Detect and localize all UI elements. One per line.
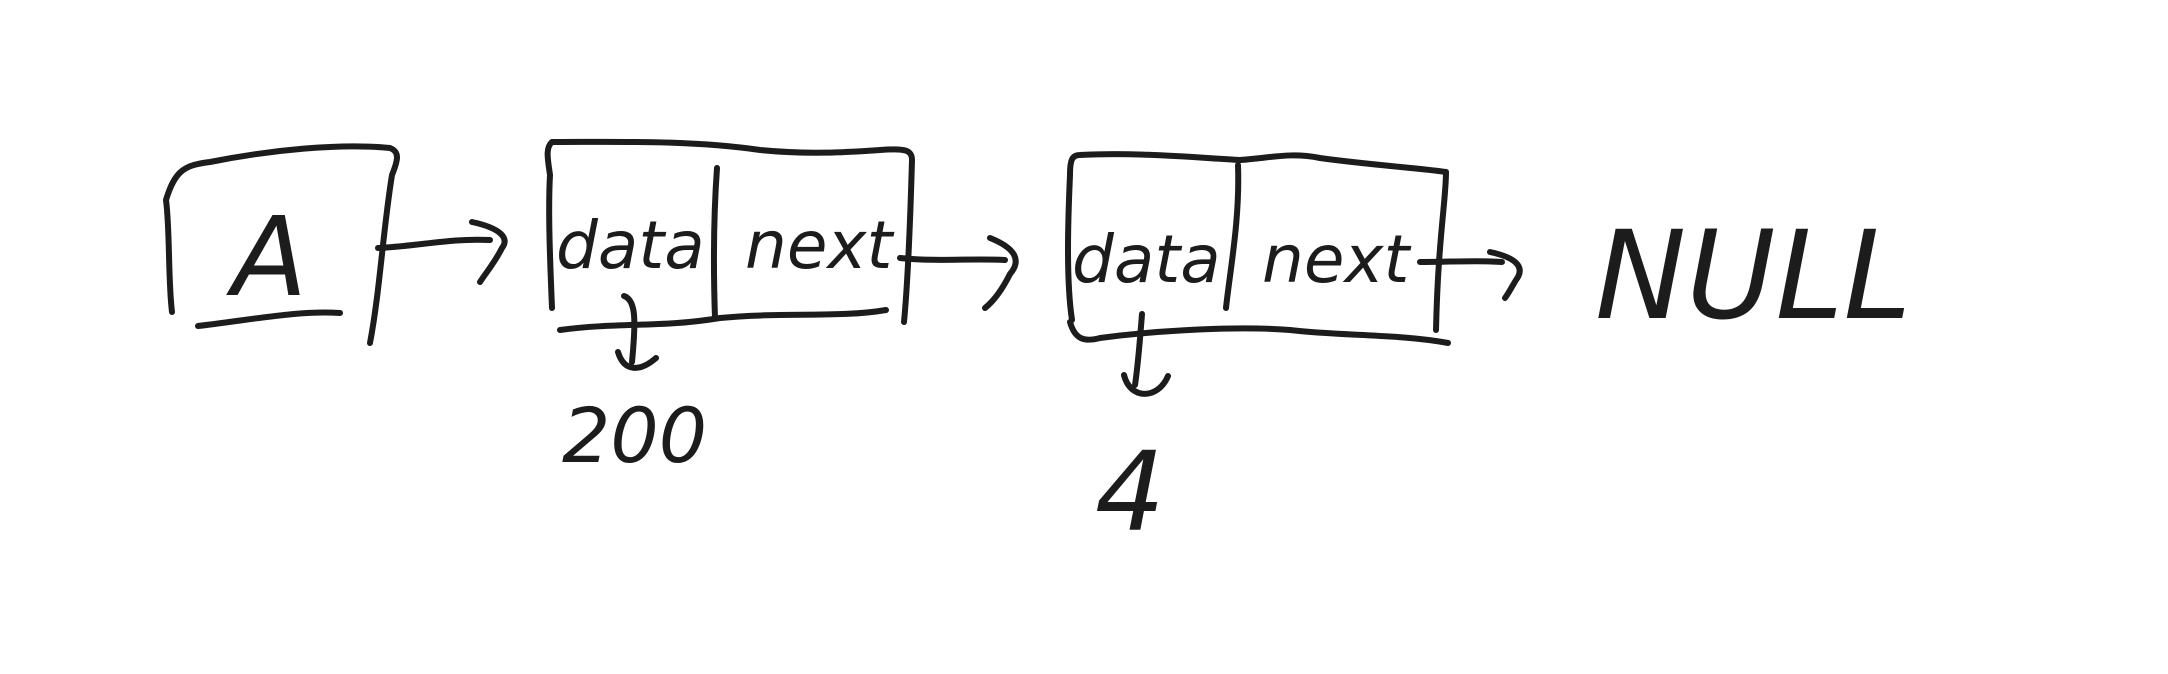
- node-1-data-label: data: [556, 207, 705, 284]
- null-terminal: NULL: [1595, 205, 1912, 347]
- pointer-box: A: [163, 143, 400, 346]
- node-2-divider: [1223, 162, 1242, 311]
- node-2-value: 4: [1095, 428, 1165, 556]
- arrow-node1-to-node2: [897, 235, 1019, 311]
- node-1-value: 200: [562, 391, 707, 480]
- node-2-value-arrow: [1121, 311, 1171, 397]
- node-1-next-label: next: [745, 207, 894, 284]
- node-2-next-label: next: [1262, 221, 1411, 298]
- arrow-pointer-to-node1: [375, 219, 508, 285]
- arrow-node2-to-null: [1417, 249, 1523, 301]
- node-2: data next 4: [1065, 151, 1451, 556]
- node-1-value-arrow: [615, 293, 659, 371]
- node-1-divider: [710, 165, 720, 321]
- node-2-data-label: data: [1072, 221, 1221, 298]
- pointer-label: A: [226, 193, 307, 321]
- node-1: data next 200: [544, 138, 915, 480]
